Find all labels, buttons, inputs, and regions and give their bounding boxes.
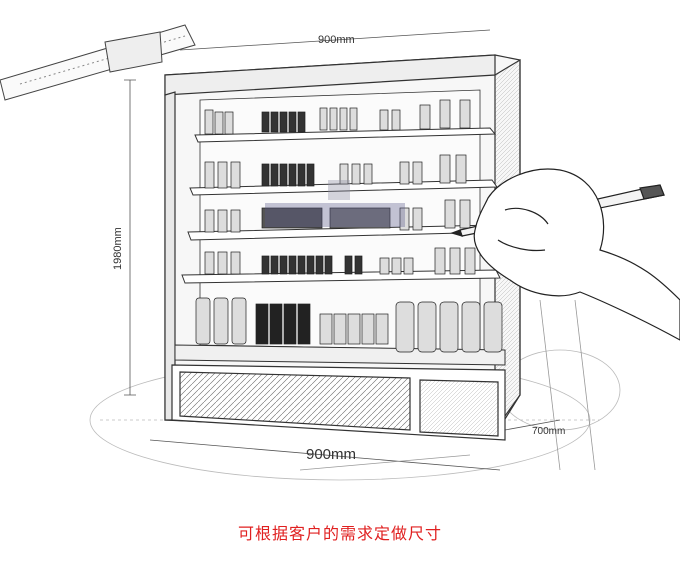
dimension-height-label: 1980mm bbox=[112, 227, 124, 270]
products-row-3 bbox=[204, 199, 471, 233]
hand-with-pencil-icon bbox=[450, 168, 680, 341]
shelves bbox=[174, 127, 506, 366]
custom-size-caption: 可根据客户的需求定做尺寸 bbox=[237, 524, 442, 543]
dimension-depth-label: 700mm bbox=[532, 426, 566, 437]
ruler-tool bbox=[0, 24, 196, 101]
products-row-4 bbox=[204, 247, 476, 275]
dimension-bottom-width-label: 900mm bbox=[306, 446, 357, 463]
watermark-logo bbox=[265, 180, 405, 227]
cabinet-base bbox=[171, 364, 506, 441]
measuring-guides bbox=[299, 299, 596, 471]
dimension-top-width-label: 900mm bbox=[318, 34, 355, 46]
products-row-5-bottles bbox=[195, 297, 503, 353]
products-row-1 bbox=[204, 99, 471, 135]
dimension-lines bbox=[124, 29, 561, 471]
products-row-2 bbox=[204, 154, 467, 189]
shelf-products bbox=[195, 99, 503, 353]
